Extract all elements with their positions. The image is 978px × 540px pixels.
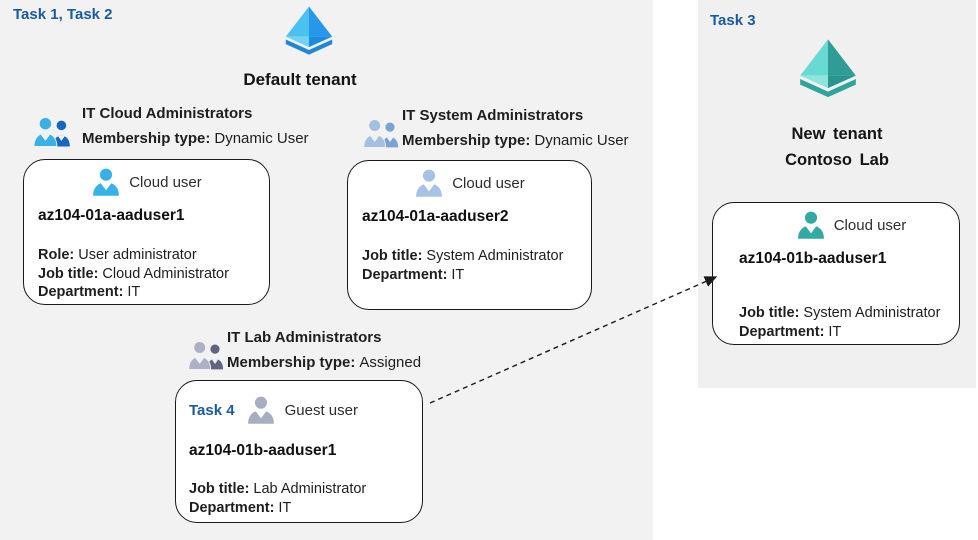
user-field: Department:IT bbox=[189, 499, 408, 518]
field-value: Cloud Administrator bbox=[102, 265, 229, 282]
username: az104-01a-aaduser1 bbox=[38, 207, 185, 224]
field-label: Job title: bbox=[739, 305, 800, 321]
field-value: IT bbox=[127, 284, 141, 300]
group-it-system-administrators: IT System Administrators Membership type… bbox=[363, 106, 629, 149]
username: az104-01a-aaduser2 bbox=[362, 208, 509, 225]
user-field: Job title:Cloud Administrator bbox=[38, 265, 255, 284]
username: az104-01b-aaduser1 bbox=[739, 250, 887, 267]
azure-ad-tenant-icon bbox=[285, 6, 333, 55]
group-icon bbox=[188, 341, 224, 370]
field-label: Department: bbox=[362, 266, 448, 283]
user-field: Job title:System Administrator bbox=[362, 247, 577, 266]
default-tenant-label: Default tenant bbox=[243, 70, 357, 89]
user-card-aaduser2: Cloud user az104-01a-aaduser2 Job title:… bbox=[347, 160, 592, 310]
group-title: IT Lab Administrators bbox=[227, 329, 382, 346]
user-type-label: Cloud user bbox=[129, 173, 202, 191]
guest-user-card: Task 4 Guest user az104-01b-aaduser1 Job… bbox=[175, 380, 423, 523]
field-value: Lab Administrator bbox=[253, 481, 367, 497]
user-card-aaduser1: Cloud user az104-01a-aaduser1 Role:User … bbox=[23, 159, 270, 305]
task-4-label: Task 4 bbox=[189, 401, 235, 419]
field-label: Department: bbox=[38, 284, 124, 300]
field-value: IT bbox=[451, 266, 465, 283]
task-1-2-label: Task 1, Task 2 bbox=[13, 6, 113, 23]
membership-type: Membership type:Dynamic User bbox=[82, 130, 309, 147]
field-label: Job title: bbox=[38, 265, 99, 282]
user-field: Job title:Lab Administrator bbox=[189, 480, 408, 499]
group-it-lab-administrators: IT Lab Administrators Membership type:As… bbox=[188, 328, 421, 371]
user-field: Department:IT bbox=[362, 266, 577, 285]
field-label: Job title: bbox=[189, 481, 250, 497]
guest-user-icon bbox=[247, 396, 274, 424]
azure-ad-tenant-icon bbox=[800, 39, 856, 98]
field-label: Job title: bbox=[362, 248, 423, 264]
user-field: Department:IT bbox=[739, 323, 953, 342]
user-type-label: Cloud user bbox=[452, 174, 525, 192]
task-3-label: Task 3 bbox=[710, 12, 756, 29]
membership-value: Dynamic User bbox=[534, 132, 629, 149]
field-value: System Administrator bbox=[803, 305, 941, 321]
username: az104-01b-aaduser1 bbox=[189, 442, 337, 459]
user-field: Job title:System Administrator bbox=[739, 304, 953, 323]
field-value: IT bbox=[828, 323, 842, 340]
field-label: Department: bbox=[739, 323, 825, 340]
new-tenant-label: New tenant Contoso Lab bbox=[698, 121, 976, 173]
cloud-user-icon bbox=[797, 211, 824, 239]
group-icon bbox=[363, 119, 399, 148]
field-value: User administrator bbox=[78, 247, 197, 263]
field-value: System Administrator bbox=[426, 248, 564, 264]
membership-type: Membership type:Assigned bbox=[227, 354, 421, 371]
user-field: Department:IT bbox=[38, 283, 255, 302]
membership-label: Membership type: bbox=[82, 130, 211, 147]
new-tenant-content: Task 3 New tenant Contoso Lab Cloud user… bbox=[698, 0, 976, 388]
cloud-user-icon bbox=[416, 169, 443, 197]
membership-value: Assigned bbox=[359, 354, 422, 371]
group-title: IT System Administrators bbox=[402, 107, 584, 124]
field-value: IT bbox=[278, 499, 292, 516]
membership-label: Membership type: bbox=[402, 132, 531, 149]
new-tenant-line2: Contoso Lab bbox=[785, 151, 889, 169]
membership-label: Membership type: bbox=[227, 354, 356, 371]
membership-value: Dynamic User bbox=[214, 130, 309, 147]
user-type-label: Cloud user bbox=[833, 216, 907, 234]
membership-type: Membership type:Dynamic User bbox=[402, 132, 629, 149]
field-label: Role: bbox=[38, 247, 75, 263]
user-card-new-tenant: Cloud user az104-01b-aaduser1 Job title:… bbox=[712, 202, 960, 345]
user-field: Role:User administrator bbox=[38, 246, 255, 265]
group-icon bbox=[33, 117, 70, 147]
group-title: IT Cloud Administrators bbox=[82, 105, 253, 122]
field-label: Department: bbox=[189, 499, 275, 516]
cloud-user-icon bbox=[93, 168, 120, 196]
new-tenant-line1: New tenant bbox=[791, 125, 883, 143]
user-type-label: Guest user bbox=[284, 401, 358, 419]
group-it-cloud-administrators: IT Cloud Administrators Membership type:… bbox=[33, 104, 309, 147]
